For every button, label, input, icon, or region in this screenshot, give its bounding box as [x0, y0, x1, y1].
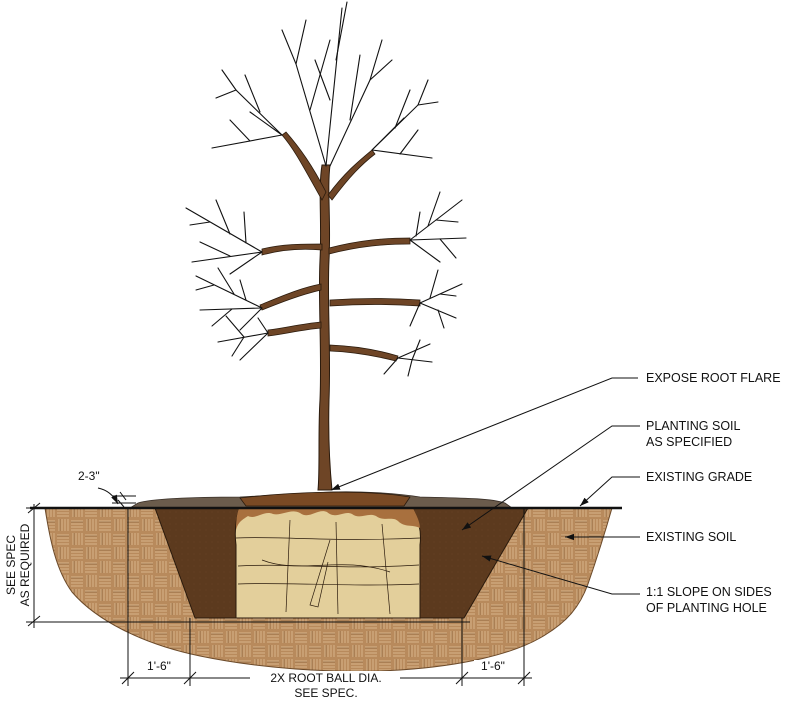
- root-ball: [234, 505, 421, 619]
- leader-existing-grade: [579, 476, 640, 507]
- callout-slope-line2: OF PLANTING HOLE: [646, 601, 767, 615]
- mulch-depth-label: 2-3": [78, 469, 100, 483]
- leader-expose-root-flare: [330, 377, 638, 491]
- dimension-width: [120, 508, 532, 686]
- leader-slope: [481, 555, 640, 595]
- callout-slope-line1: 1:1 SLOPE ON SIDES: [646, 585, 772, 599]
- tree-limbs: [259, 131, 421, 362]
- leader-planting-soil: [461, 425, 640, 531]
- right-offset-label: 1'-6": [481, 659, 505, 673]
- dimension-depth: [26, 502, 470, 628]
- callout-existing-grade: EXISTING GRADE: [646, 470, 752, 484]
- callout-expose-root-flare: EXPOSE ROOT FLARE: [646, 371, 781, 385]
- width-label-line2: SEE SPEC.: [294, 686, 357, 700]
- callout-existing-soil: EXISTING SOIL: [646, 530, 736, 544]
- callout-planting-soil-line2: AS SPECIFIED: [646, 435, 732, 449]
- callout-planting-soil-line1: PLANTING SOIL: [646, 419, 741, 433]
- width-label-line1: 2X ROOT BALL DIA.: [270, 671, 381, 685]
- left-offset-label: 1'-6": [147, 659, 171, 673]
- depth-label-line2: AS REQUIRED: [18, 523, 32, 606]
- depth-label-line1: SEE SPEC: [4, 535, 18, 595]
- dimension-mulch-depth: [97, 487, 136, 508]
- tree-branches: [185, 1, 467, 377]
